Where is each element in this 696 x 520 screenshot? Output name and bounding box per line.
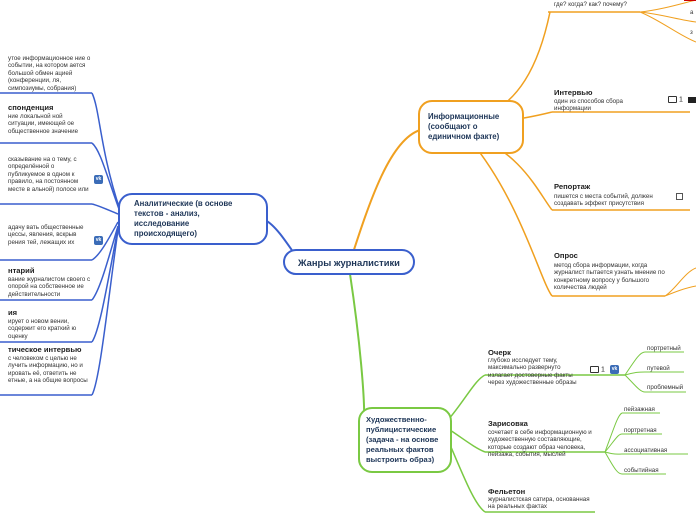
comment-icon	[668, 96, 677, 103]
survey-title[interactable]: Опрос	[554, 251, 578, 260]
external-link-icon[interactable]	[676, 193, 683, 200]
interview-comment-count: 1	[679, 96, 683, 104]
branch-art-label: Художественно-публицистические (задача -…	[366, 415, 439, 464]
analytic-item5-text: вание журналистом своего с опорой на соб…	[8, 276, 91, 298]
report-text: пишется с места событий, должен создават…	[554, 193, 653, 208]
analytic-item1-text: утое информационное ние о событии, на ко…	[8, 55, 91, 92]
sketch-title[interactable]: Зарисовка	[488, 419, 528, 428]
branch-info[interactable]: Информационные (сообщают о единичном фак…	[418, 100, 524, 154]
analytic-item5-title[interactable]: нтарий	[8, 266, 35, 275]
info-top-text: где? когда? как? почему?	[554, 1, 627, 8]
vk-icon[interactable]: vk	[94, 236, 103, 245]
analytic-item3-text: сказывание на о тему, с определённой о п…	[8, 156, 89, 193]
essay-comments[interactable]: 1	[590, 366, 605, 373]
feuilleton-title[interactable]: Фельетон	[488, 487, 526, 496]
survey-text: метод сбора информации, когда журналист …	[554, 262, 665, 292]
branch-analytic-label: Аналитические (в основе текстов - анализ…	[134, 199, 233, 238]
branch-analytic[interactable]: Аналитические (в основе текстов - анализ…	[118, 193, 268, 245]
vk-icon[interactable]: vk	[610, 365, 619, 374]
branch-art[interactable]: Художественно-публицистические (задача -…	[358, 407, 452, 473]
analytic-item7-title[interactable]: тическое интервью	[8, 345, 82, 354]
essay-leaf-portrait[interactable]: портретный	[647, 345, 681, 352]
analytic-item6-text: ирует о новом вении, содержит его кратки…	[8, 318, 77, 340]
feuilleton-text: журналистская сатира, основанная на реал…	[488, 496, 590, 511]
sketch-text: сочетает в себе информационную и художес…	[488, 429, 592, 459]
essay-comment-count: 1	[601, 366, 605, 374]
top-right-badge	[684, 0, 696, 1]
root-label: Жанры журналистики	[298, 256, 400, 268]
essay-text: глубоко исследует тему, максимально разв…	[488, 357, 577, 387]
essay-leaf-problem[interactable]: проблемный	[647, 384, 684, 391]
root-node[interactable]: Жанры журналистики	[283, 249, 415, 275]
top-right-fragment-1: а	[690, 10, 694, 16]
essay-title[interactable]: Очерк	[488, 348, 511, 357]
comment-icon	[590, 366, 599, 373]
interview-title[interactable]: Интервью	[554, 88, 593, 97]
vk-icon[interactable]: vk	[94, 175, 103, 184]
analytic-item6-title[interactable]: ия	[8, 308, 18, 317]
branch-info-label: Информационные (сообщают о единичном фак…	[428, 112, 500, 141]
sketch-leaf-associative[interactable]: ассоциативная	[624, 447, 668, 454]
top-right-fragment-2: з	[690, 30, 693, 36]
sketch-leaf-event[interactable]: событийная	[624, 467, 659, 474]
analytic-item2-title[interactable]: спонденция	[8, 103, 54, 112]
interview-comments[interactable]: 1	[668, 96, 683, 103]
sketch-leaf-landscape[interactable]: пейзажная	[624, 406, 655, 413]
essay-leaf-travel[interactable]: путевой	[647, 365, 670, 372]
interview-text: один из способов сбора информации	[554, 98, 623, 113]
sketch-leaf-portrait[interactable]: портретная	[624, 427, 657, 434]
menu-icon[interactable]	[688, 97, 696, 103]
report-title[interactable]: Репортаж	[554, 182, 591, 191]
analytic-item4-text: адачу вать общественные цессы, явления, …	[8, 224, 84, 246]
analytic-item2-text: ние локальной ной ситуации, имеющей ое о…	[8, 113, 79, 135]
analytic-item7-text: с человеком с целью не лучить информацию…	[8, 355, 88, 385]
